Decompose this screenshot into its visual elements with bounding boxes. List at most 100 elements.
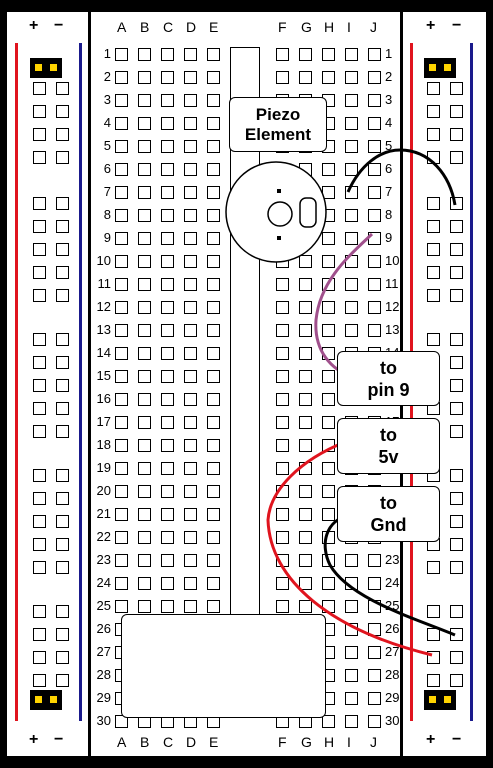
breadboard-hole — [138, 94, 151, 107]
power-rail-hole — [450, 515, 463, 528]
power-rail-hole — [33, 105, 46, 118]
power-rail-hole — [33, 469, 46, 482]
breadboard-hole — [207, 278, 220, 291]
breadboard-hole — [115, 600, 128, 613]
column-letter: I — [347, 19, 351, 35]
breadboard-hole — [161, 140, 174, 153]
pin-header-icon — [30, 690, 62, 710]
column-letter: D — [186, 734, 197, 750]
power-rail-hole — [427, 128, 440, 141]
breadboard-hole — [115, 347, 128, 360]
row-number-left: 13 — [96, 322, 111, 337]
breadboard-hole — [322, 71, 335, 84]
column-letter: B — [140, 734, 150, 750]
power-rail-hole — [33, 82, 46, 95]
row-number-right: 29 — [385, 690, 400, 705]
power-rail-hole — [33, 402, 46, 415]
breadboard-hole — [345, 669, 358, 682]
power-rail-hole — [450, 266, 463, 279]
breadboard-hole — [138, 163, 151, 176]
breadboard-hole — [184, 186, 197, 199]
row-number-right: 6 — [385, 161, 393, 176]
piezo-label-line2: Element — [244, 124, 312, 144]
power-rail-hole — [56, 402, 69, 415]
power-rail-hole — [427, 243, 440, 256]
breadboard-hole — [322, 462, 335, 475]
pin-header-icon — [424, 690, 456, 710]
breadboard-hole — [138, 278, 151, 291]
breadboard-hole — [161, 117, 174, 130]
breadboard-hole — [138, 324, 151, 337]
breadboard-hole — [138, 508, 151, 521]
breadboard-hole — [322, 485, 335, 498]
breadboard-hole — [322, 48, 335, 61]
power-rail-hole — [427, 220, 440, 233]
power-rail-hole — [56, 425, 69, 438]
pin9-label: to pin 9 — [337, 351, 440, 406]
power-rail-hole — [427, 266, 440, 279]
power-rail-hole — [33, 425, 46, 438]
breadboard-hole — [115, 485, 128, 498]
breadboard-hole — [322, 508, 335, 521]
breadboard-hole — [115, 140, 128, 153]
row-number-left: 1 — [103, 46, 111, 61]
power-rail-hole — [33, 128, 46, 141]
power-rail-hole — [56, 651, 69, 664]
row-number-right: 12 — [385, 299, 400, 314]
breadboard-hole — [322, 393, 335, 406]
power-rail-hole — [450, 674, 463, 687]
power-rail-hole — [56, 82, 69, 95]
power-rail-hole — [427, 605, 440, 618]
breadboard-hole — [299, 531, 312, 544]
pin9-label-line2: pin 9 — [367, 379, 410, 400]
power-rail-hole — [56, 289, 69, 302]
breadboard-hole — [322, 255, 335, 268]
power-rail-hole — [450, 561, 463, 574]
breadboard-hole — [184, 324, 197, 337]
breadboard-hole — [368, 278, 381, 291]
row-number-right: 13 — [385, 322, 400, 337]
breadboard-hole — [115, 278, 128, 291]
power-rail-hole — [427, 561, 440, 574]
breadboard-hole — [161, 485, 174, 498]
breadboard-hole — [322, 370, 335, 383]
breadboard-hole — [161, 600, 174, 613]
power-rail-hole — [56, 356, 69, 369]
column-letter: F — [278, 734, 287, 750]
breadboard-hole — [368, 71, 381, 84]
row-number-left: 14 — [96, 345, 111, 360]
breadboard-hole — [115, 554, 128, 567]
breadboard-hole — [299, 554, 312, 567]
blank-module-outline — [121, 614, 326, 718]
column-letter: J — [370, 734, 377, 750]
breadboard-hole — [115, 71, 128, 84]
row-number-left: 15 — [96, 368, 111, 383]
breadboard-hole — [184, 416, 197, 429]
power-rail-hole — [450, 105, 463, 118]
power-rail-hole — [33, 674, 46, 687]
breadboard-hole — [161, 416, 174, 429]
power-rail-hole — [33, 220, 46, 233]
red-wire-5v — [266, 440, 433, 657]
breadboard-hole — [207, 48, 220, 61]
breadboard-hole — [345, 232, 358, 245]
breadboard-hole — [184, 48, 197, 61]
pin-header-icon — [30, 58, 62, 78]
power-rail-hole — [450, 220, 463, 233]
power-rail-hole — [33, 515, 46, 528]
breadboard-hole — [138, 140, 151, 153]
breadboard-hole — [207, 508, 220, 521]
breadboard-hole — [184, 209, 197, 222]
breadboard-hole — [368, 209, 381, 222]
breadboard-hole — [276, 324, 289, 337]
row-number-right: 11 — [385, 276, 399, 291]
breadboard-hole — [368, 577, 381, 590]
breadboard-hole — [184, 278, 197, 291]
row-number-right: 2 — [385, 69, 393, 84]
power-rail-hole — [56, 379, 69, 392]
breadboard-hole — [322, 715, 335, 728]
breadboard-hole — [161, 462, 174, 475]
right-bottom-plus-sign: + — [426, 731, 436, 748]
breadboard-hole — [161, 48, 174, 61]
power-rail-hole — [450, 333, 463, 346]
